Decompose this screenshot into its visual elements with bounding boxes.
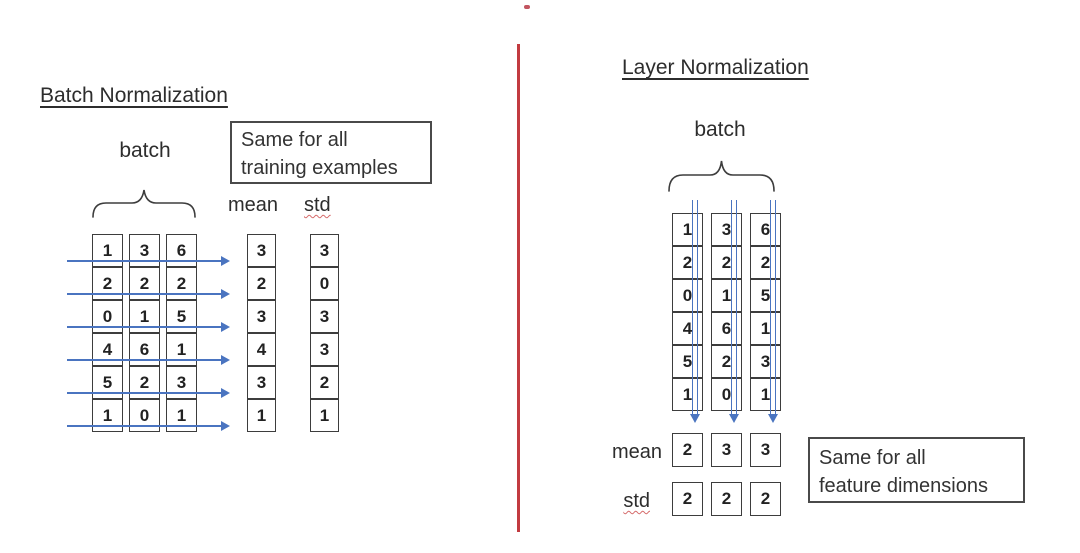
value-cell: 3 xyxy=(750,433,781,467)
value-cell: 3 xyxy=(310,333,339,366)
value-cell: 1 xyxy=(92,234,123,267)
value-cell: 3 xyxy=(310,234,339,267)
value-cell: 2 xyxy=(711,482,742,516)
value-cell: 3 xyxy=(750,345,781,378)
batch-norm-title: Batch Normalization xyxy=(40,84,228,107)
value-cell: 5 xyxy=(166,300,197,333)
value-cell: 3 xyxy=(247,234,276,267)
value-cell: 4 xyxy=(247,333,276,366)
batch-brace-icon xyxy=(668,160,775,192)
note-line: feature dimensions xyxy=(819,475,988,497)
panel-divider-line xyxy=(517,44,520,532)
note-line: Same for all xyxy=(819,447,926,469)
value-cell: 2 xyxy=(750,246,781,279)
value-cell: 3 xyxy=(247,366,276,399)
mean-label: mean xyxy=(228,194,279,216)
value-cell: 6 xyxy=(750,213,781,246)
value-cell: 2 xyxy=(672,246,703,279)
std-label: std xyxy=(304,194,331,216)
value-cell: 5 xyxy=(672,345,703,378)
note-line: training examples xyxy=(241,157,398,179)
value-cell: 1 xyxy=(247,399,276,432)
value-cell: 2 xyxy=(92,267,123,300)
note-line: Same for all xyxy=(241,129,348,151)
value-cell: 6 xyxy=(711,312,742,345)
value-cell: 2 xyxy=(129,267,160,300)
note-box: Same for all feature dimensions xyxy=(808,437,1025,503)
value-cell: 2 xyxy=(711,345,742,378)
value-cell: 1 xyxy=(672,213,703,246)
value-cell: 6 xyxy=(129,333,160,366)
value-cell: 6 xyxy=(166,234,197,267)
value-cell: 1 xyxy=(129,300,160,333)
value-cell: 2 xyxy=(672,482,703,516)
value-cell: 2 xyxy=(166,267,197,300)
value-cell: 2 xyxy=(711,246,742,279)
batch-dimension-label: batch xyxy=(694,118,746,141)
value-cell: 2 xyxy=(247,267,276,300)
value-cell: 3 xyxy=(711,213,742,246)
value-cell: 0 xyxy=(672,279,703,312)
batch-brace-icon xyxy=(92,189,196,218)
value-cell: 5 xyxy=(92,366,123,399)
value-cell: 5 xyxy=(750,279,781,312)
value-cell: 3 xyxy=(166,366,197,399)
value-cell: 1 xyxy=(166,333,197,366)
value-cell: 1 xyxy=(750,312,781,345)
std-label: std xyxy=(623,490,650,512)
value-cell: 4 xyxy=(672,312,703,345)
value-cell: 1 xyxy=(310,399,339,432)
value-cell: 1 xyxy=(750,378,781,411)
value-cell: 0 xyxy=(711,378,742,411)
value-cell: 0 xyxy=(92,300,123,333)
value-cell: 3 xyxy=(129,234,160,267)
value-cell: 2 xyxy=(750,482,781,516)
value-cell: 2 xyxy=(310,366,339,399)
value-cell: 1 xyxy=(92,399,123,432)
value-cell: 3 xyxy=(711,433,742,467)
value-cell: 4 xyxy=(92,333,123,366)
value-cell: 1 xyxy=(166,399,197,432)
value-cell: 2 xyxy=(672,433,703,467)
value-cell: 2 xyxy=(129,366,160,399)
batch-dimension-label: batch xyxy=(119,139,171,162)
value-cell: 0 xyxy=(310,267,339,300)
layer-norm-title: Layer Normalization xyxy=(622,56,809,79)
value-cell: 1 xyxy=(672,378,703,411)
value-cell: 1 xyxy=(711,279,742,312)
value-cell: 3 xyxy=(310,300,339,333)
mean-label: mean xyxy=(611,441,662,463)
note-box: Same for all training examples xyxy=(230,121,432,184)
value-cell: 3 xyxy=(247,300,276,333)
value-cell: 0 xyxy=(129,399,160,432)
red-dot-annotation xyxy=(524,5,530,9)
